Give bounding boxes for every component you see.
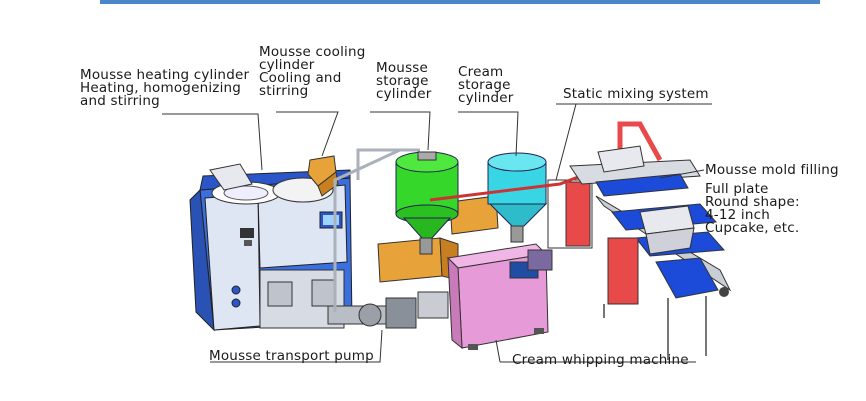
label-cream-whipping-machine: Cream whipping machine	[512, 352, 689, 368]
cream-storage-cylinder	[487, 152, 548, 243]
mold-filling-conveyor	[569, 145, 732, 360]
label-mousse-storage-cylinder: Mousse storage cylinder	[376, 60, 432, 102]
label-mold-options: Full plate Round shape: 4-12 inch Cupcak…	[705, 181, 800, 236]
cream-whipping-machine	[446, 243, 553, 350]
mousse-storage-cylinder	[395, 151, 459, 255]
heating-cooling-unit	[189, 155, 353, 332]
label-mousse-cooling-cylinder: Mousse cooling cylinder Cooling and stir…	[259, 44, 366, 99]
label-mousse-heating-cylinder: Mousse heating cylinder Heating, homogen…	[80, 67, 250, 109]
top-accent-bar	[100, 0, 820, 4]
label-mousse-mold-filling: Mousse mold filling	[705, 162, 839, 178]
label-static-mixing-system: Static mixing system	[563, 86, 709, 102]
transfer-pipe	[333, 148, 420, 312]
leader-lines	[162, 103, 712, 363]
transport-pump	[327, 291, 449, 329]
label-mousse-transport-pump: Mousse transport pump	[209, 348, 374, 364]
label-cream-storage-cylinder: Cream storage cylinder	[458, 64, 514, 106]
